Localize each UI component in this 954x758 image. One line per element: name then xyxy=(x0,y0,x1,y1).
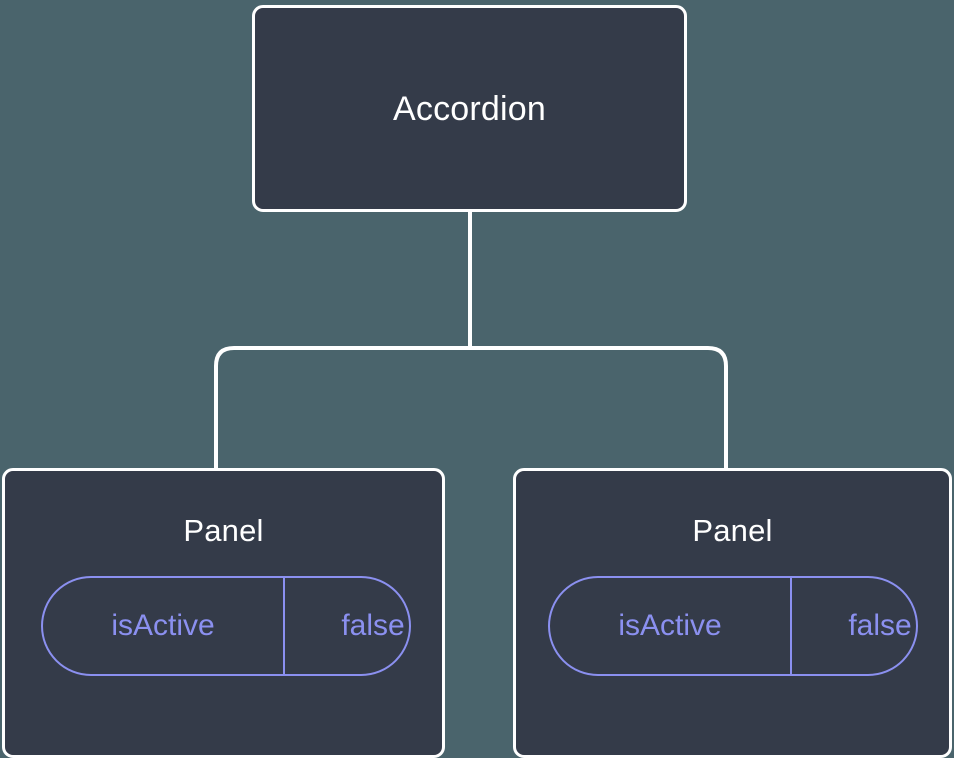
node-accordion[interactable]: Accordion xyxy=(252,5,687,212)
node-panel-1[interactable]: Panel isActive false xyxy=(2,468,445,758)
state-value-panel-1: false xyxy=(283,578,409,674)
component-tree-canvas: Accordion Panel isActive false Panel isA… xyxy=(2,5,952,758)
state-badge-panel-2[interactable]: isActive false xyxy=(548,576,918,676)
node-panel-2[interactable]: Panel isActive false xyxy=(513,468,952,758)
state-badge-panel-1[interactable]: isActive false xyxy=(41,576,411,676)
connector-branch-right xyxy=(470,346,728,470)
state-value-panel-2: false xyxy=(790,578,916,674)
state-key-panel-2: isActive xyxy=(618,609,722,642)
connector-branch-left xyxy=(214,346,470,470)
state-key-panel-1: isActive xyxy=(111,609,215,642)
node-panel-2-label: Panel xyxy=(692,513,773,548)
node-accordion-label: Accordion xyxy=(393,89,546,128)
node-panel-1-label: Panel xyxy=(183,513,264,548)
